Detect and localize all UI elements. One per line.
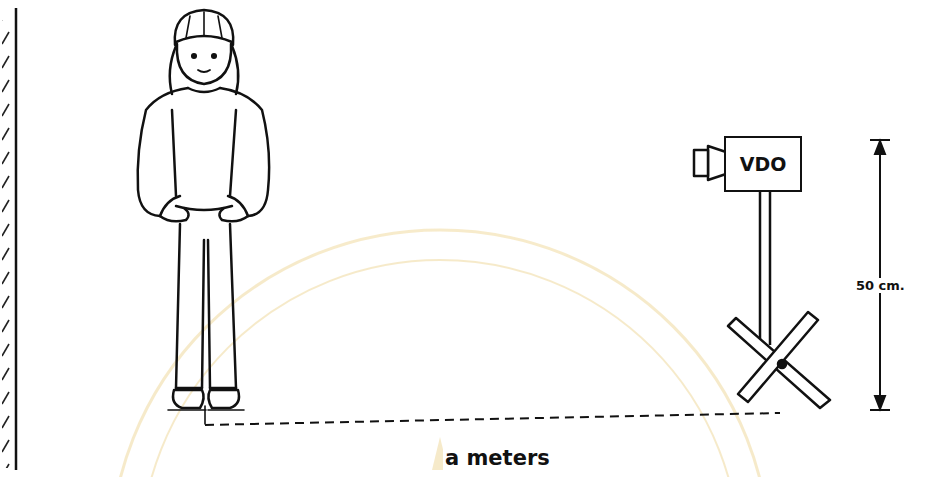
child-figure bbox=[138, 10, 269, 424]
camera-label: VDO bbox=[740, 153, 787, 175]
camera-body: VDO bbox=[724, 136, 802, 192]
distance-line bbox=[205, 413, 780, 425]
height-dimension bbox=[870, 140, 890, 410]
wall bbox=[2, 8, 16, 470]
height-dimension-label: 50 cm. bbox=[854, 278, 907, 293]
distance-label: a meters bbox=[443, 446, 552, 470]
watermark bbox=[110, 230, 770, 477]
